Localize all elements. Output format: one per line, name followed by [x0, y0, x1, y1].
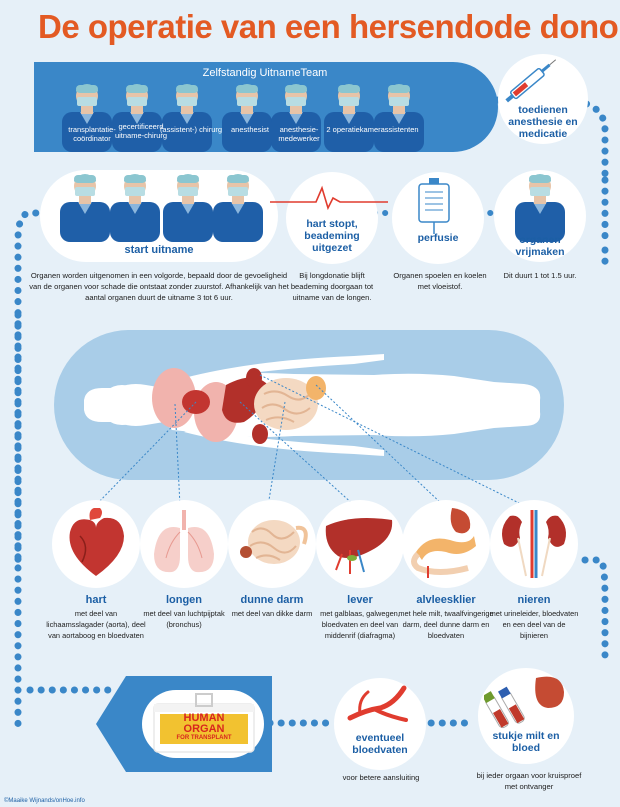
organ-desc: met deel van dikke darm: [231, 609, 313, 618]
free-organs-desc: Dit duurt 1 tot 1.5 uur.: [503, 271, 577, 280]
start-uitname-label: start uitname: [124, 244, 194, 256]
organ-desc: met deel van luchtpijptak (bronchus): [143, 609, 225, 629]
liver-icon: [325, 518, 393, 574]
free-organs-label: organen vrijmaken: [515, 234, 565, 258]
organ-name: dunne darm: [240, 594, 304, 606]
perfusion-label: perfusie: [417, 232, 459, 244]
cooler-line-1: HUMAN: [183, 712, 225, 724]
organ-name: alvleesklier: [416, 594, 476, 606]
team-role: 2 operatiekamerassistenten: [326, 125, 419, 134]
blood-tubes-spleen-icon: [484, 676, 564, 729]
heart-stop-desc: Bij longdonatie blijft beademing doorgaa…: [290, 271, 374, 302]
organ-name: nieren: [517, 594, 551, 606]
vessels-label: eventueel bloedvaten: [352, 732, 408, 756]
team-role: anesthesist: [231, 125, 269, 134]
heart-stop-step: [286, 172, 378, 264]
body-organs-illustration: [84, 354, 541, 456]
cooler-box-icon: [153, 693, 255, 753]
team-role: (assistent-) chirurg: [159, 125, 223, 134]
kidneys-icon: [502, 510, 566, 578]
perfusion-desc: Organen spoelen en koelen met vloeistof.: [393, 271, 487, 291]
heart-icon: [69, 508, 124, 576]
team-role: transplantatie-coördinator: [68, 125, 116, 143]
start-uitname-desc: Organen worden uitgenomen in een volgord…: [29, 271, 289, 302]
vessels-desc: voor betere aansluiting: [342, 773, 420, 782]
cooler-line-2: ORGAN: [183, 723, 225, 735]
anesthesia-label: toedienen anesthesie en medicatie: [508, 104, 578, 140]
organ-name: longen: [165, 594, 203, 606]
ecg-line-icon: [270, 185, 388, 210]
vessels-step: [334, 678, 426, 770]
blood-vessels-icon: [347, 685, 408, 722]
small-intestine-icon: [240, 520, 308, 564]
cooler-line-3: FOR TRANSPLANT: [176, 735, 232, 741]
organ-name: hart: [85, 594, 107, 606]
lungs-icon: [154, 510, 214, 573]
pancreas-icon: [411, 508, 476, 578]
syringe-icon: [505, 59, 557, 103]
spleen-blood-label: stukje milt en bloed: [492, 730, 560, 754]
cooler-label: HUMAN ORGAN FOR TRANSPLANT: [160, 713, 248, 742]
heart-stop-label: hart stopt, beademing uitgezet: [304, 218, 360, 254]
credit: ©Maaike Wijnands/onHoe.info: [4, 798, 85, 804]
spleen-blood-desc: bij ieder orgaan voor kruisproef met ont…: [476, 771, 582, 791]
organ-name: lever: [347, 594, 373, 606]
page-title: De operatie van een hersendode donor: [38, 8, 620, 45]
organ-desc: met deel van lichaamsslagader (aorta), d…: [46, 609, 146, 640]
iv-bag-icon: [418, 178, 450, 234]
team-role: anesthesie-medewerker: [278, 125, 320, 143]
organ-desc: met galblaas, galwegen, bloedvaten en de…: [320, 609, 400, 640]
organ-desc: met urineleider, bloedvaten en een deel …: [489, 609, 579, 640]
organ-desc: met hele milt, twaalfvingerige darm, dee…: [398, 609, 494, 640]
team-role: gecertificeerd uitname-chirurg: [114, 122, 168, 140]
team-label: Zelfstandig UitnameTeam: [202, 67, 328, 79]
